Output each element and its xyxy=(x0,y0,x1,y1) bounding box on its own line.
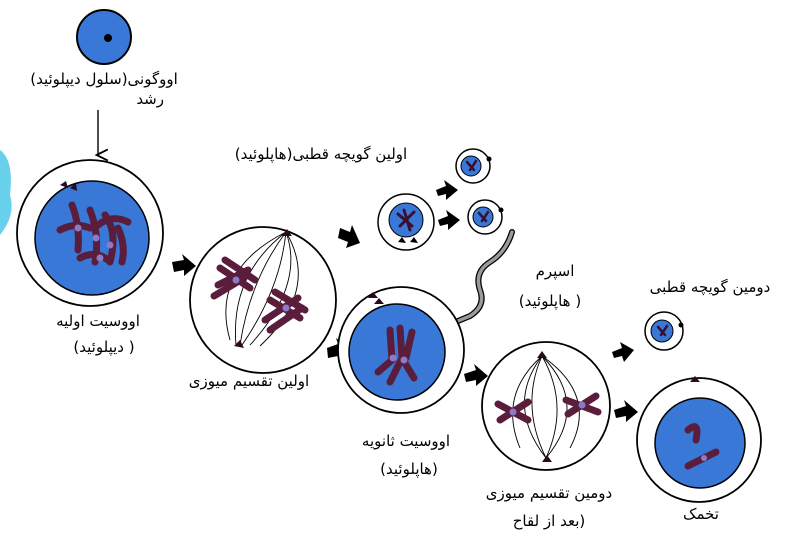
label-secondary-oocyte-ploidy: (هاپلوئید) xyxy=(380,460,438,478)
primary-oocyte-chromosomes xyxy=(56,201,132,266)
first-meiosis-cell xyxy=(189,226,337,374)
label-first-polar-body: اولین گویچه قطبی(هاپلوئید) xyxy=(234,145,408,163)
label-growth: رشد xyxy=(136,90,164,108)
label-secondary-oocyte: اووسیت ثانویه xyxy=(361,432,451,450)
primary-oocyte-centrioles xyxy=(60,181,77,191)
arrow-to-second-polar-body xyxy=(612,342,634,362)
polar-body-upper xyxy=(455,148,492,184)
label-ovum: تخمک xyxy=(683,505,719,523)
label-oogonium: اووگونی(سلول دیپلوئید) xyxy=(30,70,178,88)
label-after-fertilization: (بعد از لقاح xyxy=(512,512,586,530)
arrow-to-second-meiosis xyxy=(464,364,488,386)
first-polar-body-cell xyxy=(377,193,435,251)
polar-body-lower xyxy=(467,199,504,235)
label-sperm-ploidy: ( هاپلوئید) xyxy=(518,292,582,310)
oogonium-cell xyxy=(76,9,132,65)
label-primary-oocyte: اووسیت اولیه xyxy=(56,312,140,330)
arrow-to-ovum xyxy=(614,400,638,422)
second-polar-body-cell xyxy=(644,311,684,351)
primary-oocyte-cell xyxy=(16,159,164,307)
second-meiosis-cell xyxy=(481,341,611,471)
arrow-to-first-meiosis xyxy=(172,254,196,276)
arrow-to-first-polar-body xyxy=(338,225,360,248)
ovum-cell xyxy=(636,376,762,503)
label-primary-oocyte-ploidy: ( دیپلوئید) xyxy=(73,338,135,356)
label-second-meiosis: دومین تقسیم میوزی xyxy=(485,484,613,502)
label-sperm: اسپرم xyxy=(535,262,575,280)
side-accent-shape xyxy=(0,150,12,235)
arrow-to-polar-body-upper xyxy=(436,180,458,200)
label-first-meiosis: اولین تقسیم میوزی xyxy=(188,372,310,390)
label-second-polar-body: دومین گویچه قطبی xyxy=(649,278,771,296)
secondary-oocyte-cell xyxy=(337,286,465,414)
arrow-to-polar-body-lower xyxy=(438,210,460,230)
